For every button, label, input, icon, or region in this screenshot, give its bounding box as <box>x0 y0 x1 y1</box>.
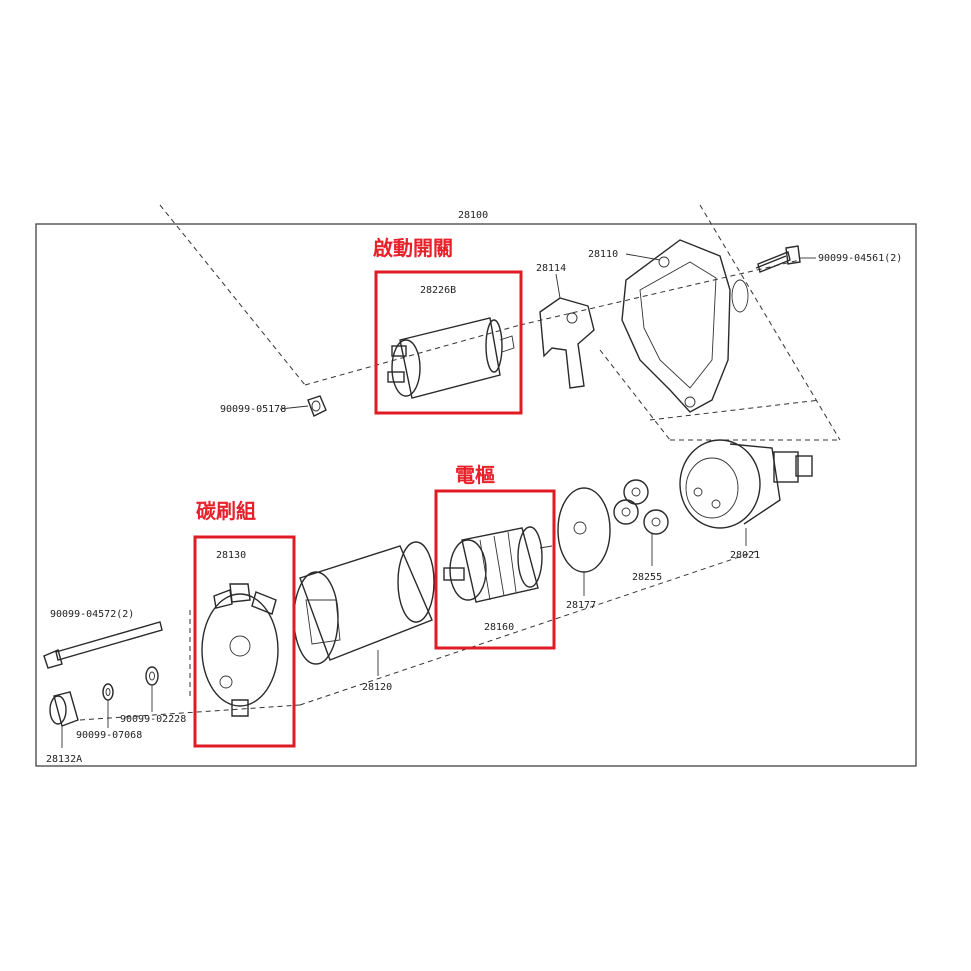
armature-highlight-box <box>434 489 556 650</box>
washer-a-part <box>145 666 159 686</box>
label-plate: 28177 <box>566 600 596 611</box>
label-gear: 28255 <box>632 572 662 583</box>
yoke-part <box>293 541 435 676</box>
guide-lines <box>79 204 841 721</box>
label-brush-holder: 28130 <box>216 550 246 561</box>
housing-bolt-part <box>755 245 801 273</box>
label-clutch: 28021 <box>730 550 760 561</box>
label-housing: 28110 <box>588 249 618 260</box>
diagram-frame <box>35 223 917 767</box>
plate-part <box>557 487 611 596</box>
armature-annotation: 電樞 <box>455 463 495 487</box>
gears-part <box>613 479 669 566</box>
label-yoke: 28120 <box>362 682 392 693</box>
label-armature: 28160 <box>484 622 514 633</box>
switch-nut-part <box>307 395 327 417</box>
through-bolt-part <box>43 621 163 669</box>
washer-b-part <box>102 683 114 701</box>
drive-lever-part <box>539 297 595 389</box>
label-switch: 28226B <box>420 285 456 296</box>
end-cap-part <box>49 691 79 727</box>
drive-housing-part <box>621 239 749 413</box>
label-end-cap: 28132A <box>46 754 82 765</box>
brush-highlight-box <box>193 535 296 748</box>
brush-annotation: 碳刷組 <box>196 499 256 523</box>
starter-switch-part <box>387 317 515 399</box>
brush-holder-part <box>201 583 279 717</box>
label-switch-nut: 90099-05178 <box>220 404 286 415</box>
armature-part <box>443 526 553 603</box>
clutch-part <box>679 439 813 529</box>
label-washer-b: 90099-07068 <box>76 730 142 741</box>
label-lever: 28114 <box>536 263 566 274</box>
label-washer-a: 90099-02228 <box>120 714 186 725</box>
label-housing-bolt: 90099-04561(2) <box>818 253 902 264</box>
switch-highlight-box <box>374 270 523 415</box>
label-assembly: 28100 <box>458 210 488 221</box>
switch-annotation: 啟動開關 <box>373 236 453 260</box>
leader-lines <box>61 253 816 748</box>
label-through-bolt: 90099-04572(2) <box>50 609 134 620</box>
